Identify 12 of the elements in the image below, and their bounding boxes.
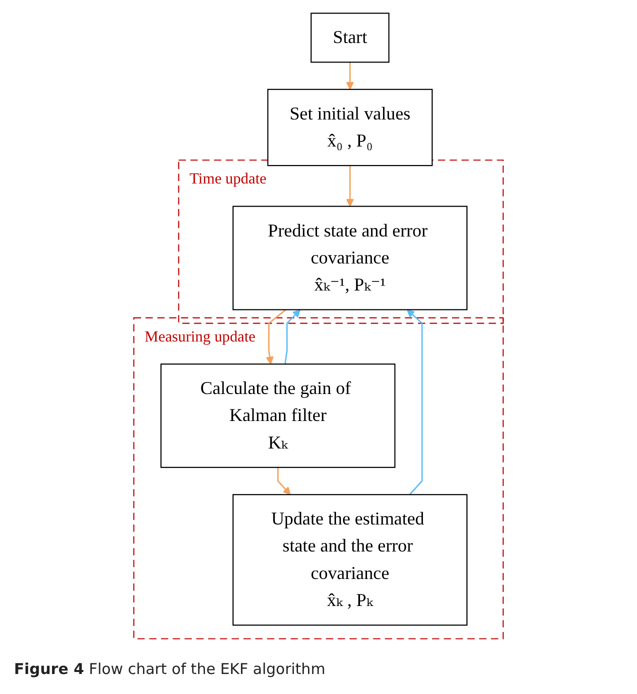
arrow [284, 309, 300, 364]
node-box: Calculate the gain of Kalman filter Kₖ [160, 364, 396, 468]
arrow [346, 166, 354, 207]
arrow [266, 309, 286, 364]
node-box: Set initial values x̂₀ , P₀ [267, 88, 433, 166]
arrow [406, 309, 423, 496]
figure-caption: Figure 4 Flow chart of the EKF algorithm [14, 660, 326, 678]
arrow [277, 467, 291, 495]
node-box: Update the estimated state and the error covariance x̂ₖ , Pₖ [232, 494, 468, 626]
node-box: Start [310, 12, 390, 63]
node-box: Predict state and error covariance x̂ₖ⁻¹, Pₖ⁻¹ [232, 206, 468, 310]
arrow [346, 62, 354, 90]
